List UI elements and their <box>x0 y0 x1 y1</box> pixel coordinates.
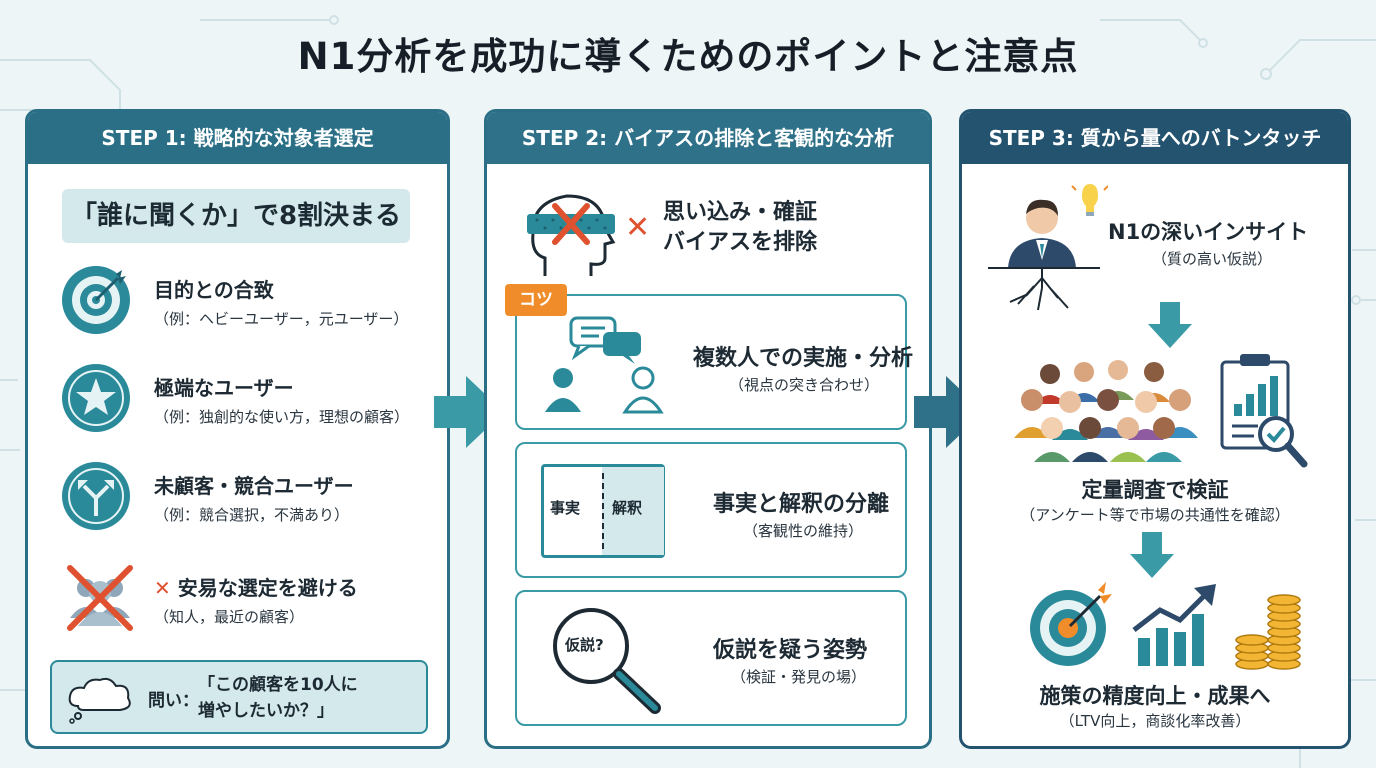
bias-line1: 思い込み・確証 <box>663 200 818 225</box>
survey-report-icon <box>1220 354 1308 468</box>
crowd-icon <box>1014 360 1198 462</box>
growth-chart-icon <box>1132 584 1216 666</box>
star-icon <box>62 364 130 432</box>
step1-item-purpose: 目的との合致 （例：ヘビーユーザー，元ユーザー） <box>60 264 440 344</box>
tip-title: 仮説を疑う姿勢 <box>713 638 868 663</box>
bias-line2: バイアスを排除 <box>663 230 818 255</box>
tip-badge: コツ <box>505 284 567 316</box>
step1-question-box: 問い： 「この顧客を10人に 増やしたいか？」 <box>50 660 428 734</box>
notebook-right-page <box>602 467 664 555</box>
tip-card-question-hypothesis: 仮説? 仮説を疑う姿勢 （検証・発見の場） <box>515 590 907 726</box>
question-line2: 増やしたいか？」 <box>198 701 334 721</box>
cross-mark: ✕ <box>154 576 171 600</box>
question-line1: 「この顧客を10人に <box>198 675 358 695</box>
question-label: 問い： <box>148 691 199 711</box>
fact-label: 事実 <box>550 499 581 517</box>
cross-mark: ✕ <box>625 210 651 245</box>
insight-title: N1の深いインサイト <box>1108 220 1309 244</box>
step3-header: STEP 3: 質から量へのバトンタッチ <box>962 112 1348 164</box>
step1-item-competitor-user: 未顧客・競合ユーザー （例：競合選択，不満あり） <box>60 460 440 540</box>
rooted-person-icon <box>988 184 1108 311</box>
bias-exclusion-text: 思い込み・確証 バイアスを排除 <box>663 198 817 258</box>
step1-key-message: 「誰に聞くか」で8割決まる <box>62 189 410 243</box>
coin-stacks-icon <box>1235 594 1301 670</box>
item-note: （例：独創的な使い方，理想の顧客） <box>154 408 410 426</box>
target-hit-icon <box>1030 582 1112 666</box>
step1-panel: STEP 1: 戦略的な対象者選定 「誰に聞くか」で8割決まる 目的との合致 （… <box>25 109 450 749</box>
step2-header: STEP 2: バイアスの排除と客観的な分析 <box>487 112 929 164</box>
crossed-people-icon <box>67 565 133 631</box>
magnifier-icon <box>553 608 661 714</box>
tip-card-fact-interpretation: 事実 解釈 事実と解釈の分離 （客観性の維持） <box>515 442 907 578</box>
tip-title: 複数人での実施・分析 <box>693 346 914 371</box>
step1-header: STEP 1: 戦略的な対象者選定 <box>28 112 447 164</box>
lens-label: 仮説? <box>565 636 604 654</box>
item-title: 目的との合致 <box>154 278 274 302</box>
tip-card-multi-person: 複数人での実施・分析 （視点の突き合わせ） <box>515 294 913 430</box>
item-title: 未顧客・競合ユーザー <box>154 474 354 498</box>
step3-panel: STEP 3: 質から量へのバトンタッチ N1の深いインサイト （質の高い仮説） <box>959 109 1351 749</box>
quant-note: （アンケート等で市場の共通性を確認） <box>1020 506 1290 524</box>
split-arrows-icon <box>62 462 130 530</box>
insight-note: （質の高い仮説） <box>1152 250 1273 268</box>
notebook-icon: 事実 解釈 <box>541 464 665 558</box>
interpretation-label: 解釈 <box>612 499 643 517</box>
item-note: （例：ヘビーユーザー，元ユーザー） <box>154 310 409 328</box>
outcome-title: 施策の精度向上・成果へ <box>1039 684 1271 708</box>
step1-item-extreme-user: 極端なユーザー （例：独創的な使い方，理想の顧客） <box>60 362 440 442</box>
item-title: ✕ 安易な選定を避ける <box>154 572 358 601</box>
item-note: （例：競合選択，不満あり） <box>154 506 350 524</box>
item-title-text: 安易な選定を避ける <box>177 576 358 600</box>
blindfolded-head-icon <box>527 194 616 276</box>
step1-item-avoid-easy-selection: ✕ 安易な選定を避ける （知人，最近の顧客） <box>60 562 440 642</box>
step2-panel: STEP 2: バイアスの排除と客観的な分析 ✕ 思い込み・確証 バイアスを排除… <box>484 109 932 749</box>
tip-title: 事実と解釈の分離 <box>713 492 890 517</box>
flow-arrow-right-icon <box>434 376 504 448</box>
thought-cloud-icon <box>68 677 131 724</box>
down-arrow-icon <box>1148 302 1192 348</box>
page-title: N1分析を成功に導くためのポイントと注意点 <box>297 35 1079 78</box>
item-title: 極端なユーザー <box>154 376 294 400</box>
question-text: 「この顧客を10人に 増やしたいか？」 <box>198 672 358 724</box>
discussion-icon <box>545 316 664 414</box>
target-icon <box>62 266 130 334</box>
quant-title: 定量調査で検証 <box>1081 478 1229 502</box>
notebook-divider <box>602 473 604 549</box>
item-note: （知人，最近の顧客） <box>154 608 305 626</box>
down-arrow-icon <box>1130 532 1174 578</box>
outcome-note: （LTV向上，商談化率改善） <box>1059 712 1251 730</box>
tip-note: （視点の突き合わせ） <box>729 376 880 394</box>
tip-note: （検証・発見の場） <box>731 668 867 686</box>
flow-arrow-right-icon <box>914 376 984 448</box>
tip-note: （客観性の維持） <box>743 522 864 540</box>
